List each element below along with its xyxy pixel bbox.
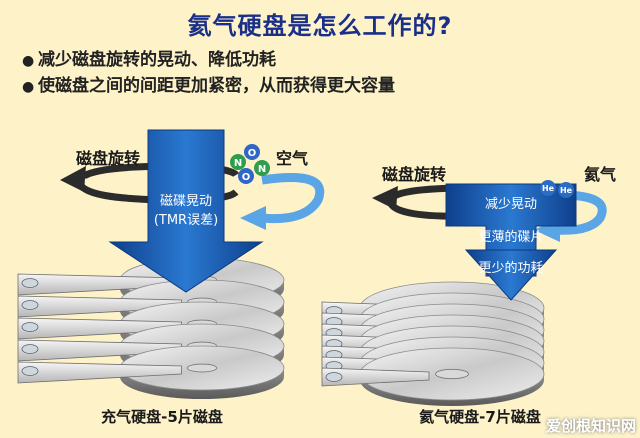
bullet-dot: ●: [22, 79, 35, 95]
arm-pivot-icon: [21, 344, 39, 354]
watermark: 爱创根知识网: [545, 417, 636, 435]
left-arrow-text-line: 磁碟晃动: [160, 194, 212, 209]
left-arrow-text-line: (TMR误差): [154, 213, 218, 228]
molecule-label: O: [248, 148, 257, 159]
arm-pivot-icon: [21, 322, 39, 332]
bullet-dot: ●: [22, 53, 35, 69]
bullet-text: 使磁盘之间的间距更加紧密，从而获得更大容量: [38, 76, 395, 96]
right-arrow-text-line: 减少晃动: [485, 197, 537, 212]
molecule-label: N: [234, 158, 242, 169]
spindle-hub: [435, 368, 469, 380]
left-platter-stack: [17, 257, 285, 399]
right-rotation-label: 磁盘旋转: [382, 165, 446, 184]
actuator-arm: [17, 361, 182, 384]
air-molecules: N O O N: [230, 144, 270, 184]
platter: [321, 347, 545, 406]
bullet-item: ●使磁盘之间的间距更加紧密，从而获得更大容量: [22, 74, 395, 100]
bullet-text: 减少磁盘旋转的晃动、降低功耗: [38, 50, 276, 70]
right-gas-label: 氦气: [584, 165, 616, 184]
arm-pivot-icon: [325, 372, 343, 382]
helium-molecules: He He: [540, 180, 574, 198]
platter-edge: [360, 374, 544, 406]
oxygen-molecule-icon: [238, 168, 254, 184]
molecule-label: He: [560, 186, 573, 195]
arm-pivot-icon: [21, 300, 39, 310]
right-arrow-text-line: 更薄的碟片: [478, 229, 543, 245]
molecule-label: N: [258, 164, 266, 175]
page-title: 氦气硬盘是怎么工作的?: [187, 12, 453, 40]
platter: [17, 345, 285, 399]
bullet-item: ●减少磁盘旋转的晃动、降低功耗: [22, 48, 395, 74]
arm-pivot-icon: [21, 278, 39, 288]
left-big-arrow: [108, 129, 264, 293]
nitrogen-molecule-icon: [254, 160, 270, 176]
left-gas-label: 空气: [276, 149, 308, 168]
right-big-arrow: [445, 183, 577, 301]
right-arrow-text-line: 更少的功耗: [478, 260, 543, 276]
bullet-list: ●减少磁盘旋转的晃动、降低功耗 ●使磁盘之间的间距更加紧密，从而获得更大容量: [22, 48, 395, 100]
helium-molecule-icon: [540, 180, 556, 196]
nitrogen-molecule-icon: [230, 154, 246, 170]
left-rotation-label: 磁盘旋转: [76, 149, 140, 168]
helium-molecule-icon: [558, 182, 574, 198]
left-caption: 充气硬盘-5片磁盘: [101, 408, 223, 426]
spindle-hub: [186, 363, 218, 373]
arm-pivot-icon: [21, 366, 39, 376]
actuator-arm: [321, 367, 430, 387]
molecule-label: O: [242, 172, 251, 183]
molecule-label: He: [542, 184, 555, 193]
right-caption: 氦气硬盘-7片磁盘: [419, 408, 541, 426]
platter-edge: [120, 368, 284, 399]
right-platter-stack: [321, 281, 545, 406]
oxygen-molecule-icon: [244, 144, 260, 160]
left-gas-swirl: [240, 173, 325, 230]
